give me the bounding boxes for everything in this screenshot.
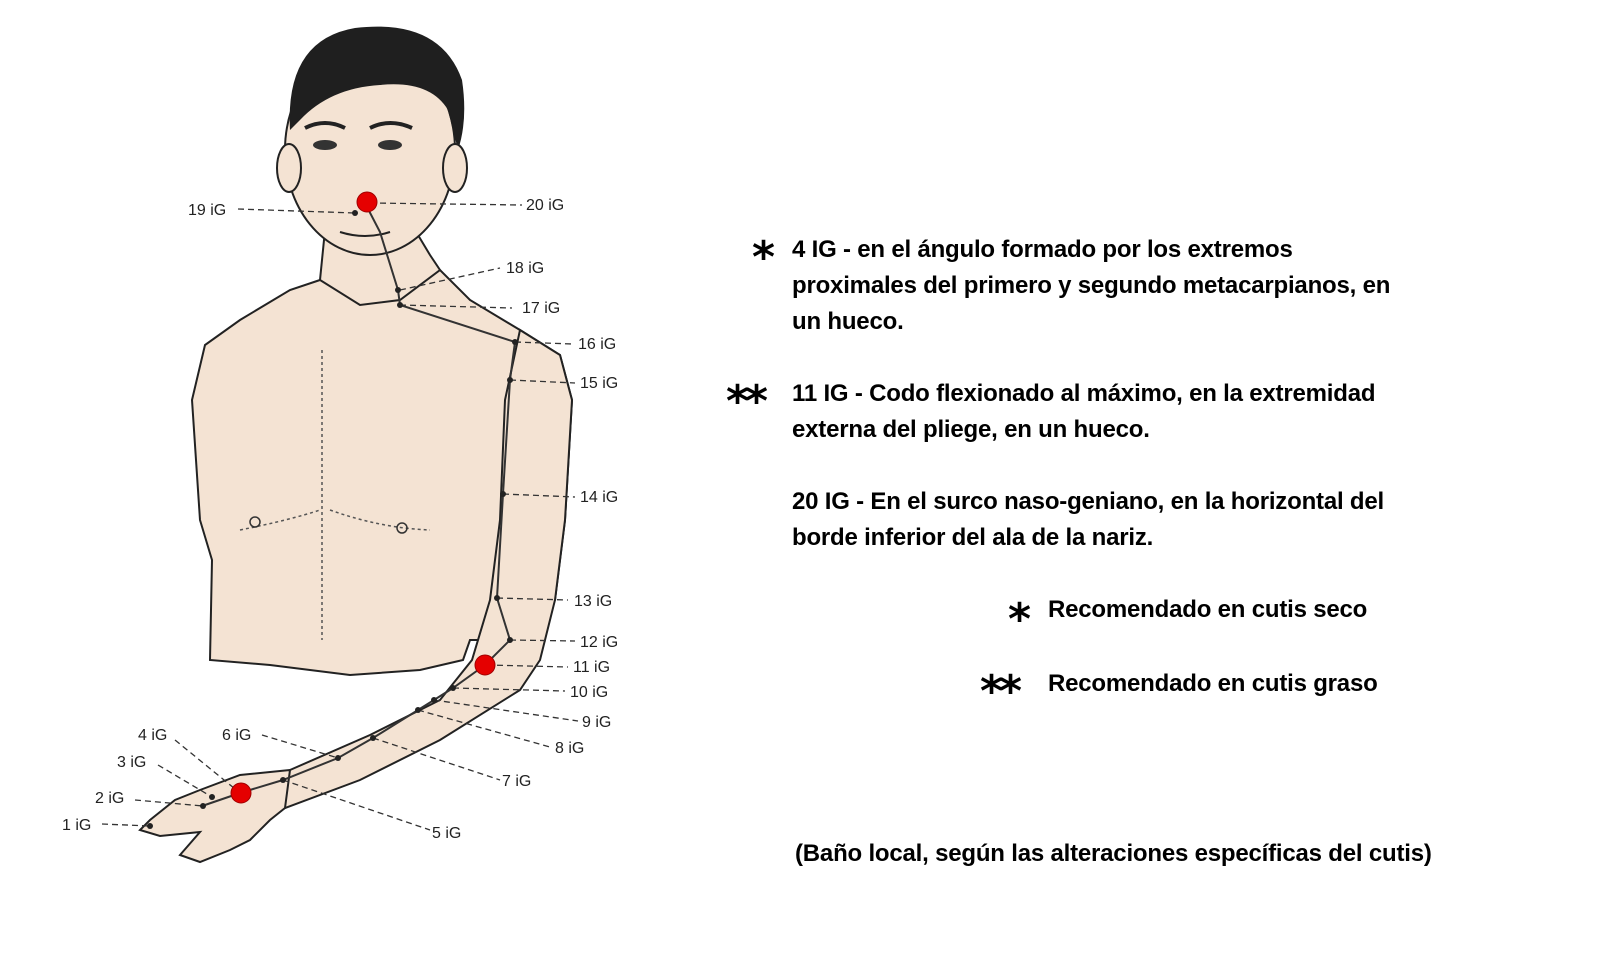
description-line: 20 IG - En el surco naso-geniano, en la … (792, 488, 1384, 515)
chest-lines (239, 350, 431, 640)
nipple (249, 516, 261, 528)
point-label: 20 iG (526, 197, 564, 214)
point-label: 18 iG (506, 260, 544, 277)
point-label: 16 iG (578, 336, 616, 353)
description-4ig: 4 IG - en el ángulo formado por los extr… (792, 232, 1572, 340)
description-20ig: 20 IG - En el surco naso-geniano, en la … (792, 484, 1572, 556)
ear (276, 143, 302, 193)
eyebrow (304, 121, 346, 130)
eyebrow (369, 121, 413, 130)
description-line: proximales del primero y segundo metacar… (792, 272, 1391, 299)
single-asterisk-marker: * (752, 232, 776, 283)
eye (313, 140, 337, 150)
point-label: 5 iG (432, 825, 461, 842)
point-label: 10 iG (570, 684, 608, 701)
legend-oily-skin: Recomendado en cutis graso (1048, 670, 1378, 697)
highlight-point-11 (474, 654, 496, 676)
point-label: 17 iG (522, 300, 560, 317)
point-label: 9 iG (582, 714, 611, 731)
point-label: 14 iG (580, 489, 618, 506)
point-label: 6 iG (222, 727, 251, 744)
description-line: externa del pliege, en un hueco. (792, 416, 1150, 443)
description-line: un hueco. (792, 308, 904, 335)
double-asterisk-marker: ** (726, 376, 768, 427)
description-line: 11 IG - Codo flexionado al máximo, en la… (792, 380, 1376, 407)
point-dots (147, 210, 518, 829)
legend-double-asterisk: ** (980, 666, 1022, 717)
leader-lines (101, 202, 579, 831)
highlight-point-4 (230, 782, 252, 804)
description-line: 4 IG - en el ángulo formado por los extr… (792, 236, 1293, 263)
point-label: 7 iG (502, 773, 531, 790)
acupuncture-figure: 19 iG 20 iG 18 iG 17 iG 16 iG 15 iG 14 i… (0, 0, 700, 960)
mouth (339, 231, 391, 237)
point-label: 3 iG (117, 754, 146, 771)
nipple (396, 522, 408, 534)
hair (289, 26, 465, 150)
point-label: 1 iG (62, 817, 91, 834)
description-11ig: 11 IG - Codo flexionado al máximo, en la… (792, 376, 1572, 448)
description-line: borde inferior del ala de la nariz. (792, 524, 1154, 551)
hand (138, 768, 292, 864)
point-label: 13 iG (574, 593, 612, 610)
legend-single-asterisk: * (1008, 594, 1032, 645)
body-illustration: 19 iG 20 iG 18 iG 17 iG 16 iG 15 iG 14 i… (62, 26, 618, 864)
footnote: (Baño local, según las alteraciones espe… (795, 840, 1432, 867)
point-label: 19 iG (188, 202, 226, 219)
eye (378, 140, 402, 150)
legend-dry-skin: Recomendado en cutis seco (1048, 596, 1368, 623)
point-label: 11 iG (573, 659, 610, 676)
point-label: 15 iG (580, 375, 618, 392)
point-label: 2 iG (95, 790, 124, 807)
point-label: 4 iG (138, 727, 167, 744)
point-label: 12 iG (580, 634, 618, 651)
highlight-point-20 (356, 191, 378, 213)
ear (442, 143, 468, 193)
point-label: 8 iG (555, 740, 584, 757)
